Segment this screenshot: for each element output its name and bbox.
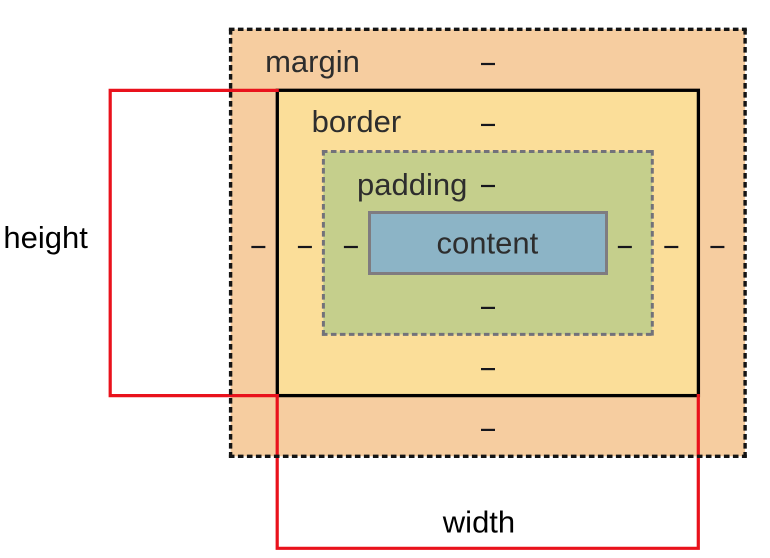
svg-text:border: border — [312, 104, 402, 139]
svg-text:padding: padding — [357, 167, 467, 202]
svg-text:margin: margin — [265, 44, 360, 79]
svg-text:content: content — [437, 225, 539, 260]
svg-text:width: width — [442, 505, 515, 540]
svg-text:height: height — [3, 220, 88, 255]
